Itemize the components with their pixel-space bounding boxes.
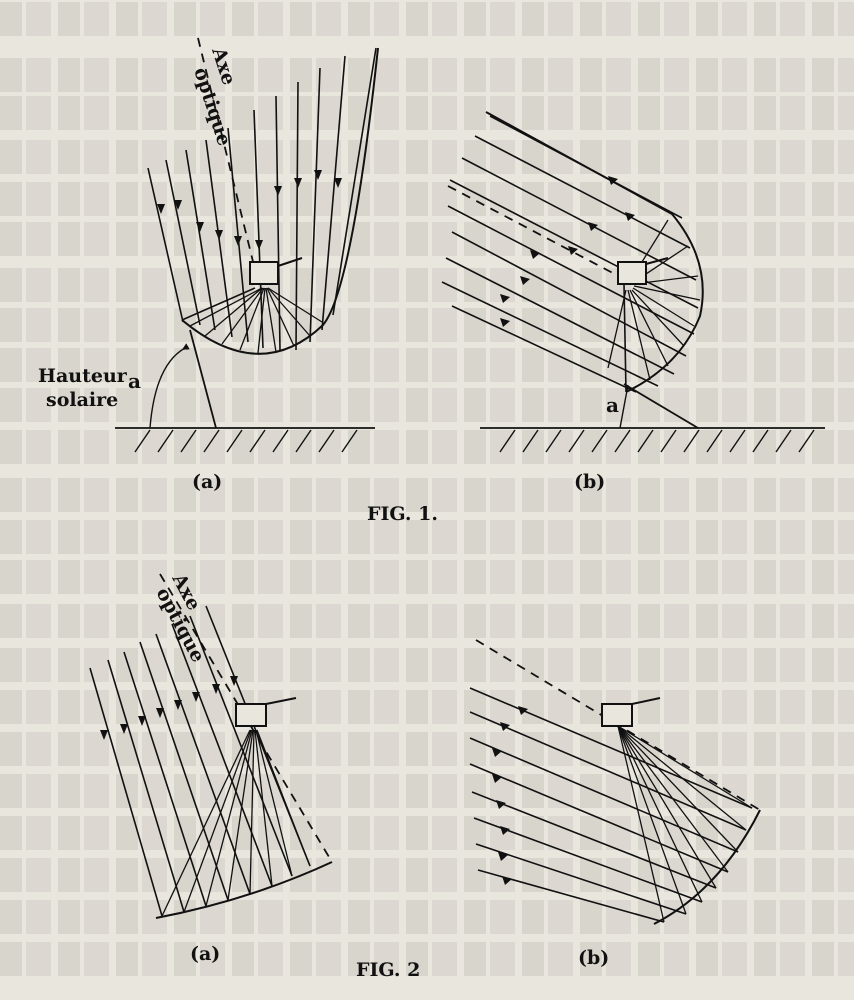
- panel-tag: (b): [574, 471, 605, 493]
- mirror-chord: [623, 283, 627, 393]
- parabolic-mirror: [485, 111, 704, 393]
- figure-caption: FIG. 2: [356, 959, 420, 981]
- reflected-rays: [189, 287, 323, 354]
- panel-tag: (b): [578, 947, 609, 969]
- receiver-arm: [265, 697, 297, 705]
- receiver-arm: [631, 697, 661, 705]
- ray-arrows: [100, 676, 238, 740]
- support-strut: [189, 329, 217, 429]
- background-text-line: [0, 182, 854, 216]
- sun-height-label-line1: Hauteur: [38, 365, 128, 387]
- ray-arrows: [157, 170, 342, 250]
- panel-tag: (a): [190, 943, 220, 965]
- background-text-line: [0, 388, 854, 422]
- background-text-line: [0, 560, 854, 594]
- fig2-panel-b: [469, 639, 761, 925]
- background-text-line: [0, 2, 854, 36]
- background-text-line: [0, 96, 854, 130]
- background-text-line: [0, 308, 854, 342]
- fig1-panel-a: [115, 37, 379, 453]
- sun-elevation-arc: [149, 343, 190, 429]
- background-text-line: [0, 430, 854, 464]
- background-text-line: [0, 648, 854, 682]
- background-text-line: [0, 268, 854, 302]
- background-text-line: [0, 900, 854, 934]
- incoming-rays: [469, 687, 753, 923]
- angle-label: a: [128, 369, 141, 393]
- mirror-chord: [181, 287, 256, 321]
- fig2-panel-a: [89, 573, 333, 919]
- background-text-line: [0, 478, 854, 512]
- receiver-box: [617, 261, 647, 285]
- background-text-line: [0, 816, 854, 850]
- background-text-line: [0, 140, 854, 174]
- background-text-line: [0, 520, 854, 554]
- receiver-box: [601, 703, 633, 727]
- background-text-line: [0, 58, 854, 92]
- angle-label: a: [606, 393, 619, 417]
- background-text-line: [0, 222, 854, 256]
- parabolic-mirror: [155, 861, 333, 919]
- panel-tag: (a): [192, 471, 222, 493]
- optical-axis: [197, 37, 259, 283]
- parabolic-mirror: [181, 47, 379, 355]
- background-text-line: [0, 732, 854, 766]
- ground-hatching: [499, 429, 815, 453]
- ray-arrows: [492, 706, 528, 885]
- reflected-rays: [607, 219, 701, 381]
- parabolic-mirror: [653, 809, 761, 925]
- ground-hatching: [134, 429, 358, 453]
- optical-axis: [447, 185, 627, 281]
- fig1-panel-b: [441, 111, 825, 453]
- background-text-line: [0, 942, 854, 976]
- background-text-line: [0, 348, 854, 382]
- figure-caption: FIG. 1.: [367, 503, 438, 525]
- reflected-rays: [161, 729, 311, 917]
- receiver-arm: [645, 257, 669, 265]
- receiver-arm: [277, 257, 303, 267]
- incoming-rays: [147, 47, 377, 351]
- sun-height-label-line2: solaire: [46, 389, 118, 411]
- support-strut: [623, 383, 699, 429]
- receiver-box: [249, 261, 279, 285]
- ray-arrows: [500, 176, 635, 327]
- background-text-line: [0, 604, 854, 638]
- reflected-rays: [617, 725, 753, 923]
- receiver-box: [235, 703, 267, 727]
